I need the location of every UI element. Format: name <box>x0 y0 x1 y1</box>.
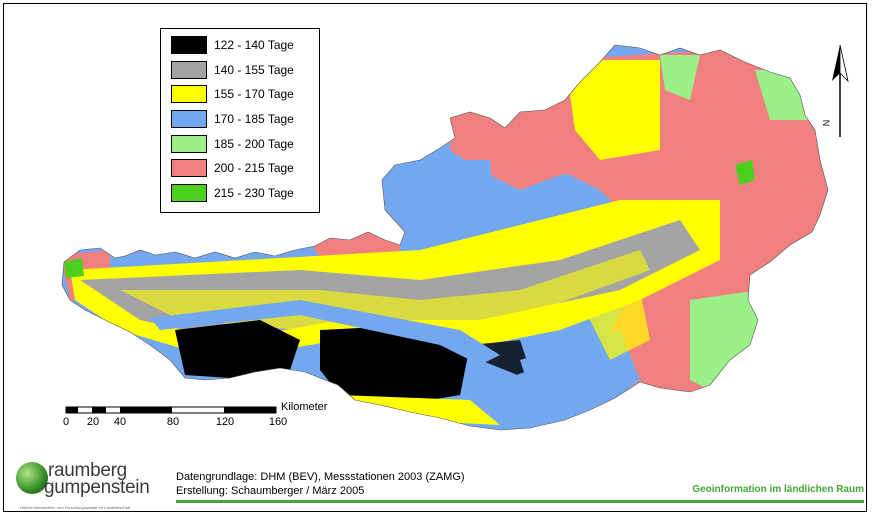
footer-title: Geoinformation im ländlichen Raum <box>692 484 864 495</box>
scale-tick: 20 <box>86 416 100 428</box>
logo-word-2: gumpenstein <box>44 477 150 498</box>
source-line-2: Erstellung: Schaumberger / März 2005 <box>176 485 365 497</box>
source-line-1: Datengrundlage: DHM (BEV), Messstationen… <box>176 471 465 483</box>
legend-item: 155 - 170 Tage <box>171 82 319 107</box>
globe-logo-icon <box>16 462 48 494</box>
legend-item: 140 - 155 Tage <box>171 58 319 83</box>
legend-item: 170 - 185 Tage <box>171 107 319 132</box>
legend-swatch <box>171 110 207 129</box>
legend-item: 200 - 215 Tage <box>171 156 319 181</box>
legend-label: 155 - 170 Tage <box>214 87 294 102</box>
scale-tick: 120 <box>215 416 235 428</box>
legend-swatch <box>171 134 207 153</box>
legend-item: 215 - 230 Tage <box>171 181 319 206</box>
legend-swatch <box>171 159 207 178</box>
scale-tick: 40 <box>113 416 127 428</box>
legend-label: 215 - 230 Tage <box>214 185 294 200</box>
legend-item: 185 - 200 Tage <box>171 131 319 156</box>
legend-label: 200 - 215 Tage <box>214 161 294 176</box>
legend-label: 122 - 140 Tage <box>214 38 294 53</box>
scale-unit-label: Kilometer <box>281 401 328 413</box>
north-label: N <box>821 119 832 127</box>
legend-label: 140 - 155 Tage <box>214 62 294 77</box>
scale-tick: 0 <box>62 416 70 428</box>
source-info: Datengrundlage: DHM (BEV), Messstationen… <box>176 470 465 498</box>
legend-label: 170 - 185 Tage <box>214 112 294 127</box>
scale-bar <box>65 406 277 414</box>
legend-swatch <box>171 85 207 104</box>
legend-swatch <box>171 183 207 202</box>
logo-word-1: raumberg <box>48 460 127 481</box>
legend-swatch <box>171 60 207 79</box>
scale-tick: 160 <box>268 416 288 428</box>
footer-divider <box>176 500 864 503</box>
legend-label: 185 - 200 Tage <box>214 136 294 151</box>
map-legend: 122 - 140 Tage 140 - 155 Tage 155 - 170 … <box>160 28 320 213</box>
logo-tagline: Höhere Bundeslehr- und Forschungsanstalt… <box>20 505 131 510</box>
north-arrow-icon <box>832 45 849 137</box>
legend-item: 122 - 140 Tage <box>171 33 319 58</box>
scale-tick: 80 <box>166 416 180 428</box>
legend-swatch <box>171 36 207 55</box>
